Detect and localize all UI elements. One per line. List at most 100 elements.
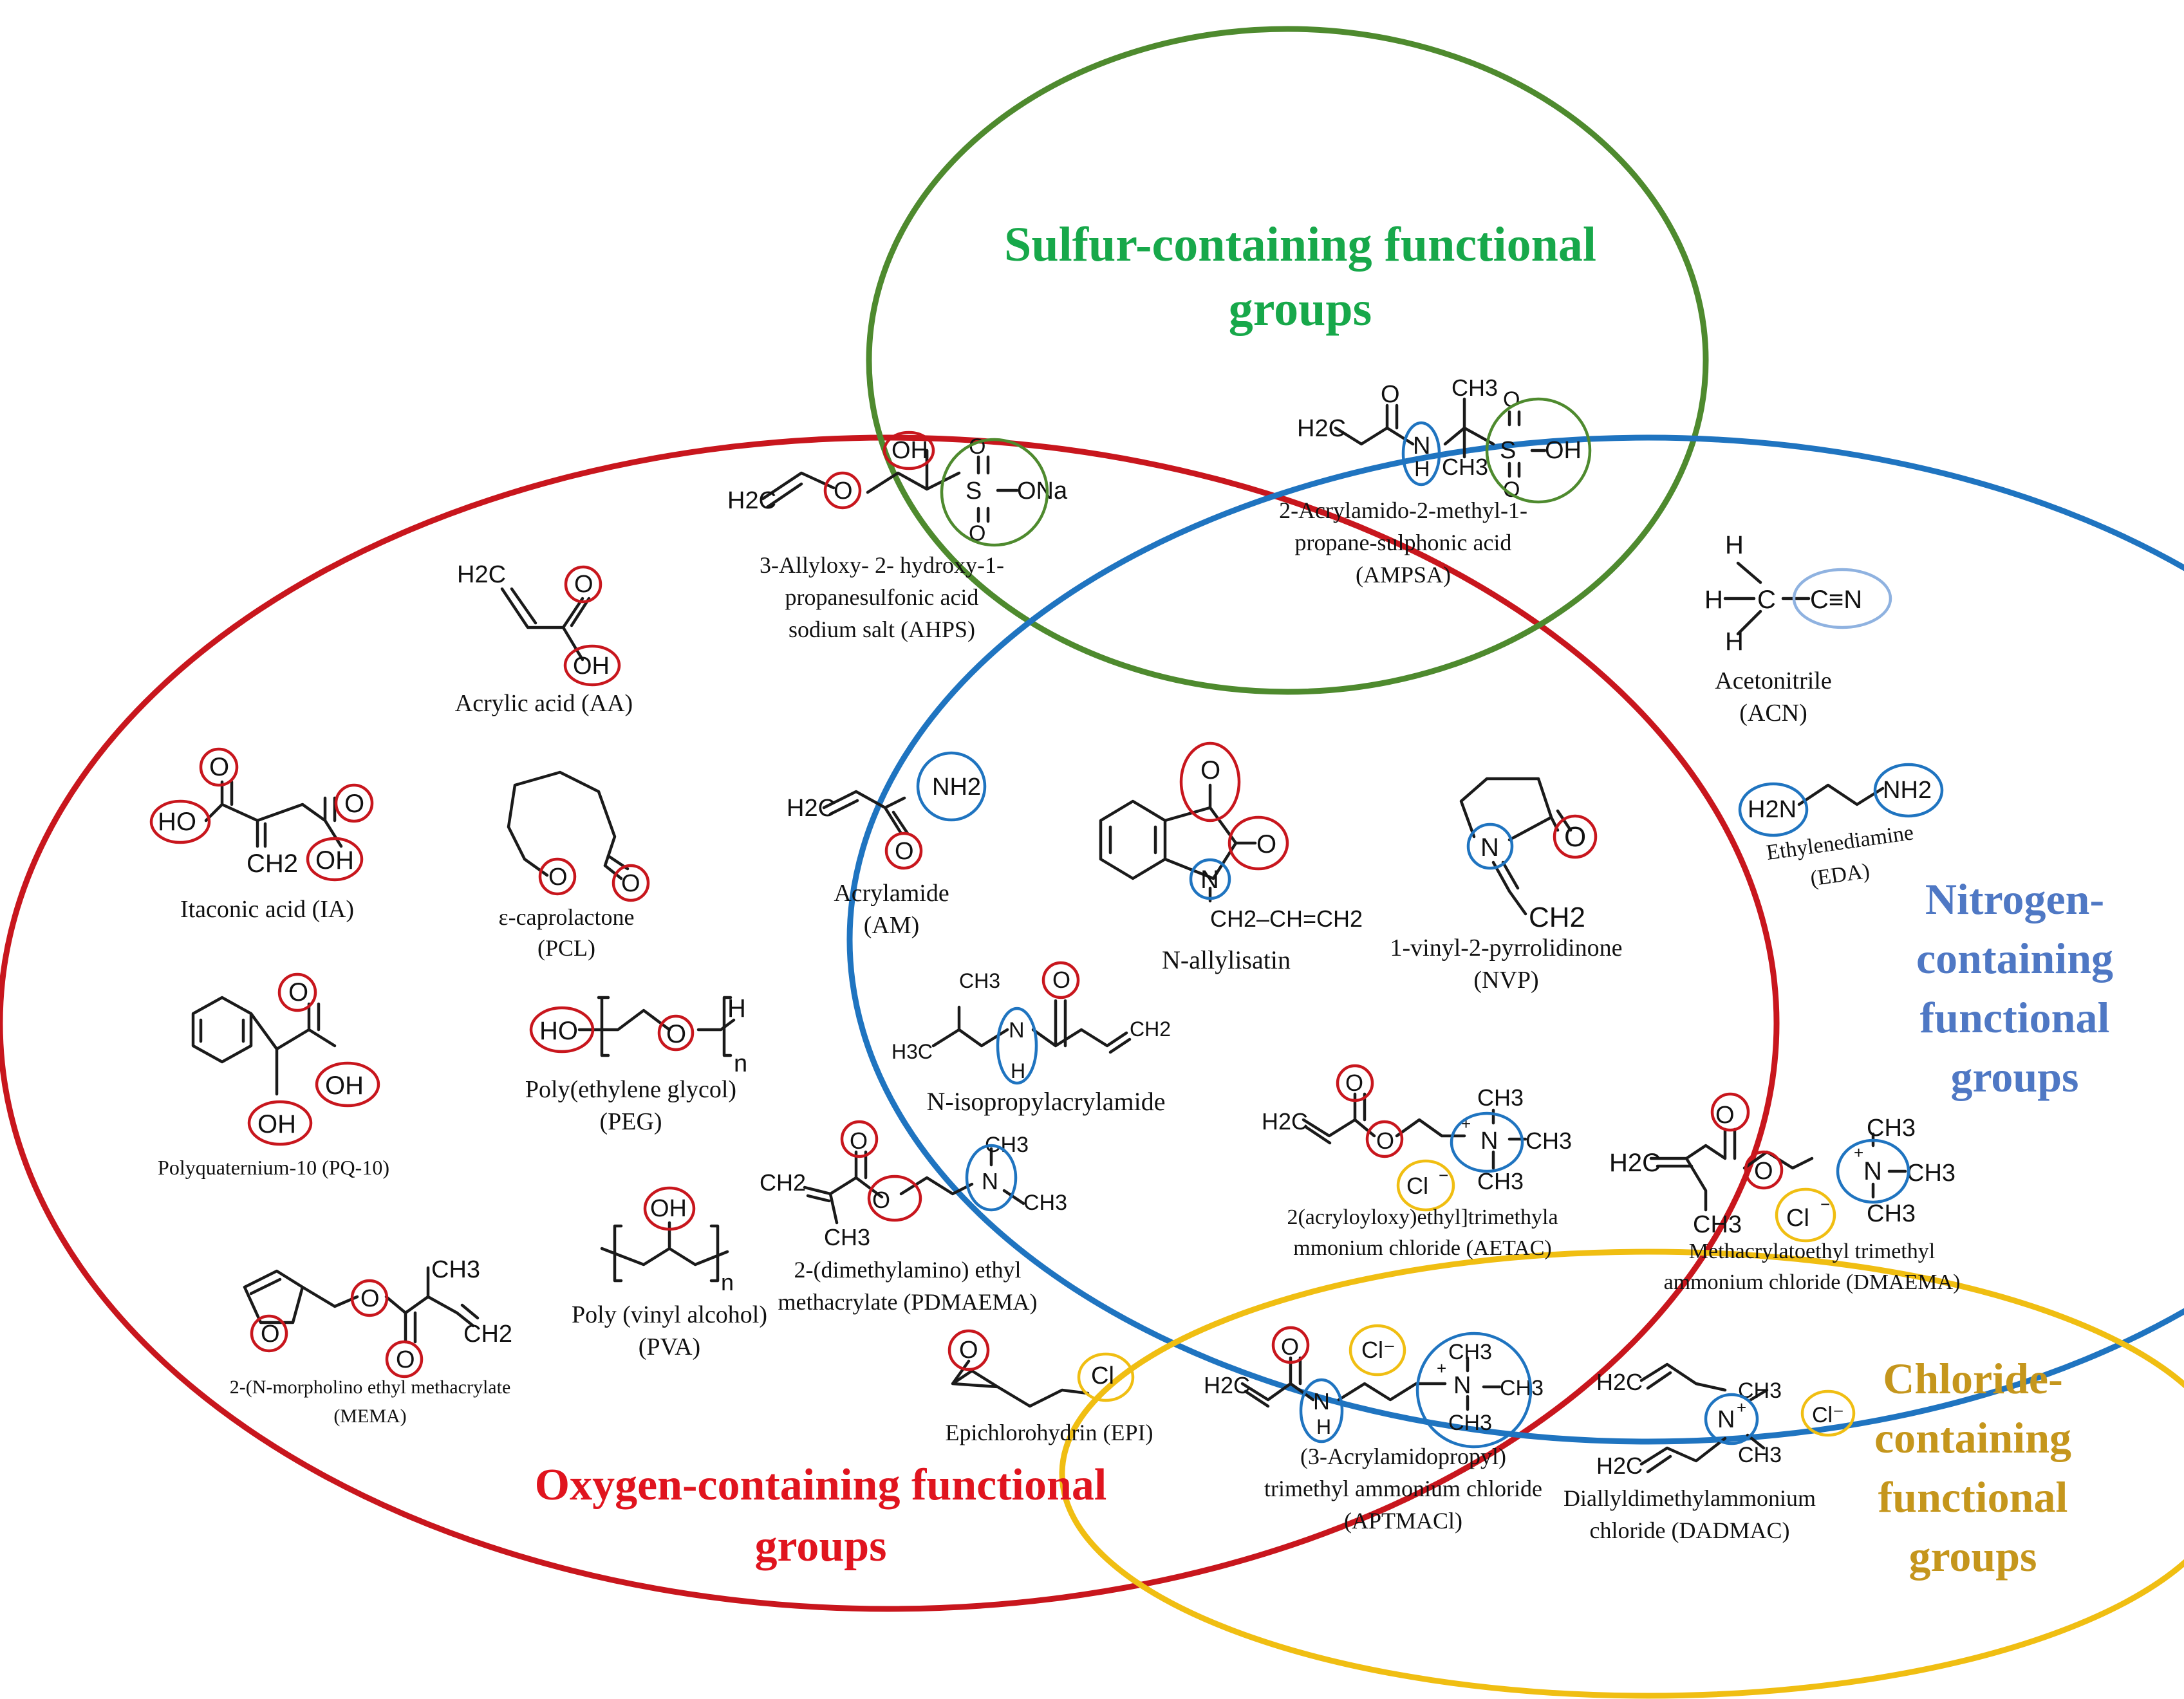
compound-pdmaema: CH2 O O CH3 N CH3 CH3 2-(dimethylamino) …	[760, 1120, 1067, 1315]
ampsa-ch3-top: CH3	[1451, 375, 1498, 401]
aetac-o-ester: O	[1376, 1128, 1394, 1154]
nipam-ch2: CH2	[1130, 1017, 1171, 1041]
ampsa-oh: OH	[1545, 437, 1582, 464]
ampsa-s: S	[1500, 437, 1516, 464]
peg-caption-line-1: Poly(ethylene glycol)	[525, 1076, 736, 1103]
dadmac-caption-line-2: chloride (DADMAC)	[1590, 1518, 1790, 1543]
pdmaema-ch3-right: CH3	[1023, 1191, 1067, 1215]
compound-pq10: O OH OH Polyquaternium-10 (PQ-10)	[158, 972, 389, 1179]
aetac-o-top: O	[1345, 1070, 1363, 1096]
chloride-group-ellipse	[1059, 1249, 2184, 1699]
nvp-caption-line-2: (NVP)	[1473, 967, 1538, 994]
pcl-caption-line-2: (PCL)	[537, 935, 595, 961]
epi-cl: Cl	[1091, 1362, 1114, 1389]
aptmacl-o: O	[1281, 1333, 1299, 1360]
ahps-caption-line-3: sodium salt (AHPS)	[789, 617, 975, 642]
chloride-title-line-4: groups	[1909, 1532, 2037, 1581]
ia-o-right: O	[344, 790, 364, 818]
compound-caprolactone: O O ε-caprolactone (PCL)	[499, 770, 650, 961]
pva-caption-line-2: (PVA)	[639, 1333, 700, 1360]
nallyl-chain: CH2–CH=CH2	[1210, 905, 1363, 932]
dmaema-ch3-bottom: CH3	[1867, 1200, 1916, 1227]
nitrogen-title-line-4: groups	[1950, 1052, 2078, 1101]
compound-aptmacl: H2C O N H Cl⁻ + N CH3 CH3 CH3 (3-Acrylam…	[1204, 1324, 1544, 1534]
ampsa-h: H	[1414, 457, 1430, 481]
nipam-h: H	[1011, 1059, 1025, 1082]
eda-nh2: NH2	[1883, 777, 1932, 804]
ahps-s-o1: O	[969, 434, 985, 459]
dmaema-plus: +	[1854, 1143, 1863, 1162]
dmaema-caption-line-2: ammonium chloride (DMAEMA)	[1664, 1270, 1961, 1294]
aa-o: O	[574, 571, 593, 598]
acn-h-top: H	[1725, 531, 1744, 559]
acn-cn: C≡N	[1810, 586, 1862, 614]
dmaema-h2c: H2C	[1609, 1149, 1661, 1177]
ampsa-caption-line-2: propane-sulphonic acid	[1295, 530, 1512, 555]
ahps-caption-line-1: 3-Allyloxy- 2- hydroxy-1-	[760, 552, 1004, 578]
aptmacl-caption-line-1: (3-Acrylamidopropyl)	[1300, 1444, 1506, 1469]
aa-oh: OH	[573, 653, 610, 680]
nitrogen-group-ellipse	[846, 434, 2184, 1445]
chloride-group-title: Chloride- containing functional groups	[1874, 1354, 2071, 1581]
ahps-caption-line-2: propanesulfonic acid	[785, 584, 979, 610]
pdmaema-caption-line-1: 2-(dimethylamino) ethyl	[794, 1257, 1022, 1283]
ahps-o: O	[834, 478, 853, 505]
nitrogen-group-title: Nitrogen- containing functional groups	[1916, 875, 2113, 1101]
aetac-n: N	[1480, 1128, 1498, 1155]
mema-caption-line-2: (MEMA)	[333, 1406, 406, 1427]
pva-caption-line-1: Poly (vinyl alcohol)	[572, 1301, 767, 1328]
ia-caption: Itaconic acid (IA)	[180, 896, 354, 923]
aetac-caption-line-2: mmonium chloride (AETAC)	[1293, 1236, 1551, 1260]
compound-n-allylisatin: O O N CH2–CH=CH2 N-allylisatin	[1099, 741, 1363, 974]
aptmacl-ch3-right: CH3	[1500, 1376, 1544, 1400]
pq10-oh-bottom: OH	[257, 1110, 296, 1138]
pcl-o-ring: O	[548, 864, 568, 891]
mema-o-ester: O	[360, 1285, 380, 1312]
am-caption-line-2: (AM)	[864, 912, 920, 939]
ampsa-o: O	[1381, 381, 1400, 408]
ia-oh: OH	[315, 846, 354, 875]
peg-o: O	[666, 1020, 686, 1048]
pq10-oh-right: OH	[325, 1072, 364, 1100]
nvp-o: O	[1564, 821, 1586, 853]
compound-itaconic-acid: HO O CH2 O OH Itaconic acid (IA)	[149, 747, 374, 923]
aptmacl-plus: +	[1437, 1359, 1446, 1378]
nvp-caption-line-1: 1-vinyl-2-pyrrolidinone	[1390, 934, 1623, 961]
ahps-s: S	[966, 478, 982, 505]
aptmacl-n: N	[1313, 1388, 1330, 1415]
am-h2c: H2C	[787, 795, 835, 822]
compound-nvp: N O CH2 1-vinyl-2-pyrrolidinone (NVP)	[1390, 777, 1623, 994]
dadmac-h2c-top: H2C	[1596, 1369, 1643, 1395]
ampsa-h2c: H2C	[1297, 415, 1346, 442]
compound-acrylamide: H2C NH2 O Acrylamide (AM)	[787, 751, 987, 939]
pdmaema-ch2: CH2	[760, 1169, 806, 1196]
ampsa-caption-line-3: (AMPSA)	[1356, 562, 1451, 588]
dmaema-cl: Cl	[1786, 1205, 1809, 1232]
aptmacl-caption-line-2: trimethyl ammonium chloride	[1264, 1476, 1542, 1501]
dadmac-plus: +	[1737, 1398, 1746, 1417]
am-nh2: NH2	[932, 774, 981, 801]
dadmac-ch3-bottom: CH3	[1738, 1443, 1782, 1467]
nallyl-o-right: O	[1256, 830, 1276, 859]
ampsa-n: N	[1413, 432, 1430, 460]
mema-ch3: CH3	[431, 1256, 480, 1283]
eda-caption-line-2: (EDA)	[1809, 859, 1871, 891]
ampsa-caption-line-1: 2-Acrylamido-2-methyl-1-	[1279, 497, 1527, 523]
aetac-ch3-right: CH3	[1526, 1128, 1572, 1154]
nallyl-caption: N-allylisatin	[1162, 945, 1291, 974]
sulfur-title-line-1: Sulfur-containing functional	[1004, 218, 1596, 272]
acn-h-bottom: H	[1725, 627, 1744, 656]
am-caption-line-1: Acrylamide	[834, 880, 949, 907]
epi-o: O	[959, 1337, 978, 1364]
nipam-ch3: CH3	[959, 969, 1000, 992]
mema-o-carbonyl: O	[396, 1346, 415, 1373]
dadmac-cl: Cl⁻	[1812, 1403, 1844, 1427]
aetac-caption-line-1: 2(acryloyloxy)ethyl]trimethyla	[1287, 1205, 1558, 1229]
chloride-title-line-2: containing	[1874, 1413, 2071, 1462]
sulfur-group-title: Sulfur-containing functional groups	[1004, 218, 1596, 336]
nallyl-n: N	[1200, 866, 1219, 894]
aptmacl-cl: Cl⁻	[1361, 1337, 1395, 1363]
compound-nipam: CH3 H3C N H O CH2 N-isopropylacrylamide	[891, 961, 1171, 1116]
eda-h2n: H2N	[1748, 796, 1797, 823]
chloride-title-line-3: functional	[1878, 1472, 2068, 1521]
